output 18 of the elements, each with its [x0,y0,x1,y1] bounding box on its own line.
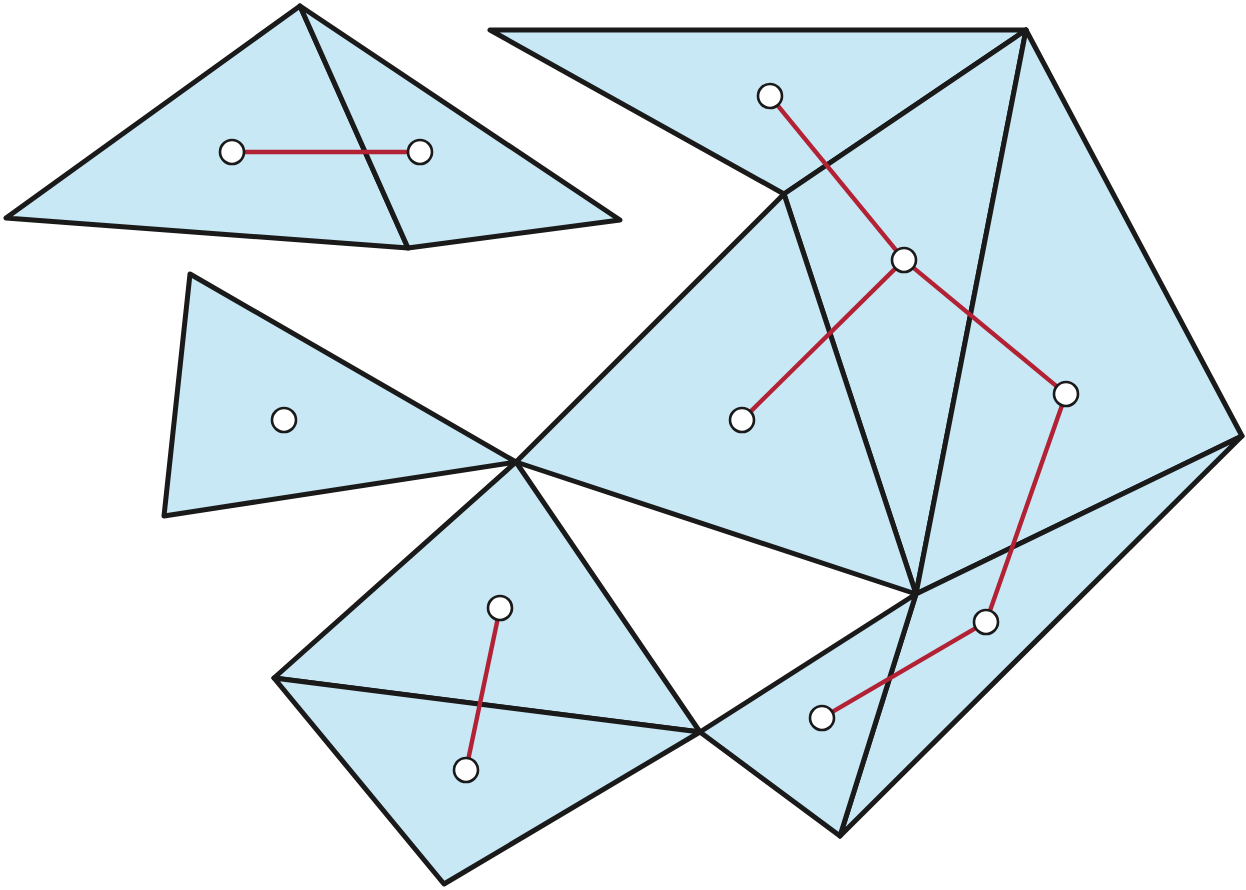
vertex-dot [972,608,1000,636]
vertex-dot [218,138,246,166]
connector-line [987,404,1065,612]
vertex-dot [890,246,918,274]
connector-line [831,626,977,714]
vertex-dot [452,756,480,784]
vertex-dot [406,138,434,166]
vertex-dot [270,406,298,434]
vertex-dot [1052,380,1080,408]
vertex-dot [486,594,514,622]
vertex-dot [728,406,756,434]
connector-line [749,266,897,414]
connector-line [466,619,500,759]
connector-line [244,149,408,155]
connector-line [775,103,899,253]
vertex-dot [808,704,836,732]
vertex-dot [756,82,784,110]
connector-line [911,265,1059,389]
